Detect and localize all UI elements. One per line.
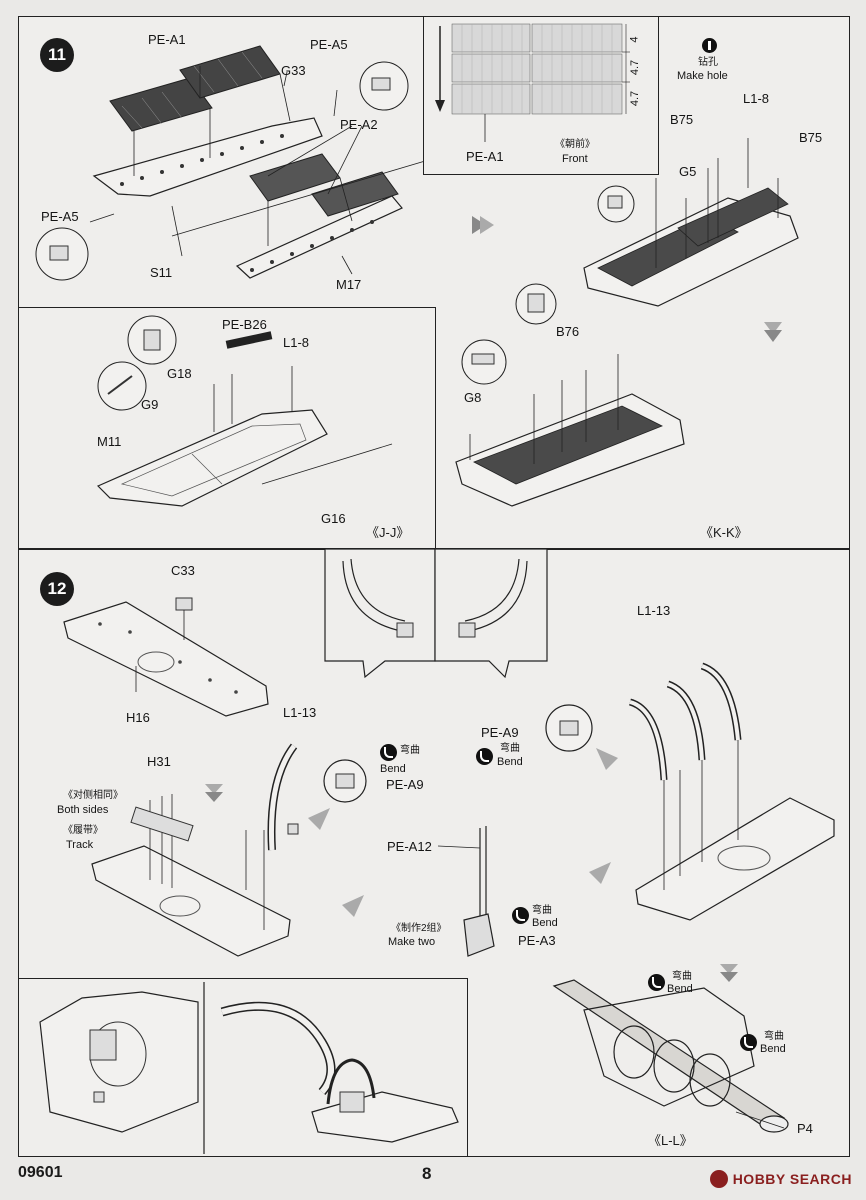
watermark: HOBBY SEARCH [709,1170,852,1188]
watermark-text: HOBBY SEARCH [732,1171,852,1187]
drill-hole-icon [702,38,717,53]
flow-arrow-down-3 [720,964,738,982]
h16-plate-drawing [63,597,269,717]
label-b75-a: B75 [670,112,694,127]
label-l1-8-jj: L1-8 [283,335,310,350]
label-bend-cn-3: 弯曲 [500,743,520,754]
inset-front-en: Front [562,153,588,165]
label-make-two-cn: 《制作2组》 [391,923,447,934]
pe-a12-pe-a3-drawing [437,826,495,957]
label-bend-en-1: Bend [380,763,406,775]
label-bend-cn-2: 弯曲 [532,905,552,916]
bend-icon-1 [380,744,397,761]
label-l1-13-right: L1-13 [637,603,671,618]
label-both-sides-en: Both sides [57,804,109,816]
pe-a1-grid-drawing [435,23,630,142]
view-label-ll: 《L-L》 [648,1133,693,1148]
label-pe-b26: PE-B26 [222,317,267,332]
label-g33: G33 [281,63,306,78]
label-bend-cn-b: 弯曲 [764,1031,784,1042]
view-label-jj: 《J-J》 [366,525,410,540]
label-pe-a5-top: PE-A5 [310,37,348,52]
step-11-right-drawing [583,138,799,307]
watermark-logo-icon [709,1170,728,1188]
flow-arrow-down-2 [205,784,223,802]
bend-icon-3 [476,748,493,765]
label-s11: S11 [150,265,173,280]
flow-arrow-diag-4 [589,862,611,884]
kk-view-drawing [455,283,685,507]
jj-view-drawing [96,315,393,507]
dim-4: 4 [628,36,641,43]
label-pe-a9-left: PE-A9 [386,777,424,792]
flow-arrow-diag-2 [342,895,364,917]
label-l1-13-left: L1-13 [283,705,317,720]
label-g5: G5 [679,164,697,179]
kit-number: 09601 [18,1164,63,1181]
label-p4: P4 [797,1121,813,1136]
label-bend-cn-1: 弯曲 [400,745,420,756]
label-m11: M11 [97,434,122,449]
label-l1-8-top: L1-8 [743,91,770,106]
label-drill-cn: 钻孔 [698,57,718,68]
label-h16: H16 [126,710,150,725]
label-pe-a12: PE-A12 [387,839,432,854]
label-make-hole: Make hole [677,70,728,82]
label-track-cn: 《履带》 [63,825,103,836]
label-both-sides-cn: 《对侧相同》 [63,790,123,801]
label-track-en: Track [66,839,94,851]
label-m17: M17 [336,277,362,292]
label-g16: G16 [321,511,346,526]
label-bend-en-3: Bend [497,756,523,768]
inset-label-pe-a1: PE-A1 [466,149,504,164]
dim-4-7-a: 4.7 [629,59,642,76]
label-pe-a3: PE-A3 [518,933,556,948]
bend-icon-4 [648,974,665,991]
label-pe-a5-left: PE-A5 [41,209,79,224]
pe-a9-right-bubble [545,704,593,752]
flow-arrow-down-1 [764,322,782,342]
flow-arrow-diag-3 [596,748,618,770]
label-bend-en-2: Bend [532,917,558,929]
step-11-badge: 11 [40,38,74,72]
label-b75-b: B75 [799,130,823,145]
pe-a9-left-bubble [323,759,367,803]
label-pe-a9-right: PE-A9 [481,725,519,740]
view-label-kk: 《K-K》 [700,525,748,540]
label-bend-en-b: Bend [760,1043,786,1055]
step-12-right-assembly [628,662,835,921]
upper-bubble-insets [324,548,548,679]
label-h31: H31 [147,754,171,769]
dim-4-7-b: 4.7 [629,90,642,107]
label-g18: G18 [167,366,192,381]
label-b76: B76 [556,324,580,339]
label-bend-en-a: Bend [667,983,693,995]
flow-arrow-right-1 [472,216,494,234]
step-12-left-assembly [91,743,299,957]
label-pe-a1: PE-A1 [148,32,186,47]
bend-icon-5 [740,1034,757,1051]
label-g9: G9 [141,397,159,412]
bottom-detail-drawing [39,982,459,1154]
label-bend-cn-a: 弯曲 [672,971,692,982]
label-pe-a2: PE-A2 [340,117,378,132]
flow-arrow-diag-1 [308,808,330,830]
bend-icon-2 [512,907,529,924]
label-g8: G8 [464,390,482,405]
step-11-main-drawing [35,45,443,281]
page-number: 8 [422,1164,432,1183]
label-c33: C33 [171,563,195,578]
jj-view-panel [18,307,436,549]
step-12-badge: 12 [40,572,74,606]
inset-front-cn: 《朝前》 [555,139,595,150]
ll-view-drawing [552,979,789,1133]
label-make-two-en: Make two [388,936,436,948]
